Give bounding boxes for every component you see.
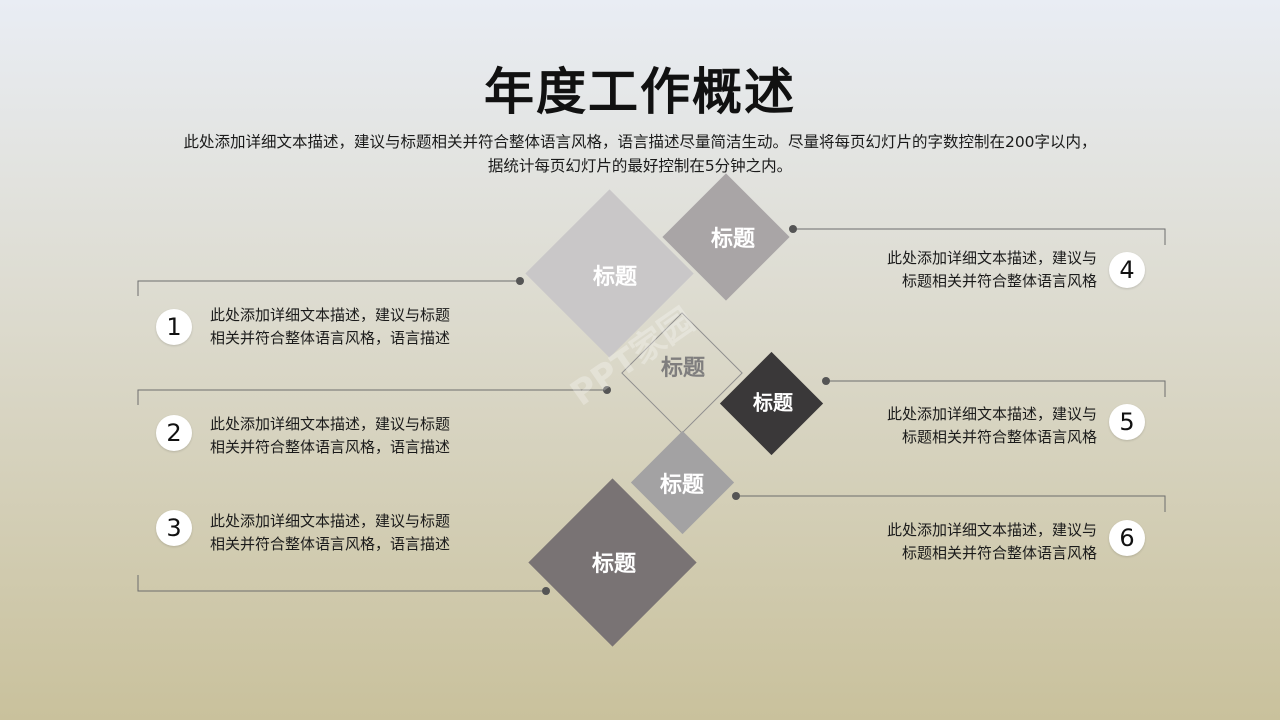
connector-dot-5 — [822, 377, 830, 385]
item-description-3-line-2: 相关并符合整体语言风格，语言描述 — [210, 535, 451, 553]
diamond-label-6: 标题 — [591, 552, 637, 577]
connector-dot-2 — [603, 386, 611, 394]
subtitle-line-2: 据统计每页幻灯片的最好控制在5分钟之内。 — [487, 157, 793, 175]
item-description-1-line-2: 相关并符合整体语言风格，语言描述 — [210, 329, 451, 347]
item-number-2: 2 — [156, 415, 192, 451]
item-description-5-line-1: 此处添加详细文本描述，建议与 — [886, 405, 1097, 423]
page-title: 年度工作概述 — [484, 63, 796, 121]
item-description-6: 此处添加详细文本描述，建议与 标题相关并符合整体语言风格 — [887, 519, 1097, 565]
item-description-4-line-1: 此处添加详细文本描述，建议与 — [886, 249, 1097, 267]
connector-line-4 — [793, 228, 1166, 245]
item-description-1: 此处添加详细文本描述，建议与标题 相关并符合整体语言风格，语言描述 — [210, 304, 450, 350]
connector-line-5 — [826, 380, 1166, 397]
diamond-label-2: 标题 — [710, 227, 756, 252]
page-subtitle: 此处添加详细文本描述，建议与标题相关并符合整体语言风格，语言描述尽量简洁生动。尽… — [130, 130, 1150, 178]
diamond-label-1: 标题 — [592, 265, 638, 290]
item-number-4: 4 — [1109, 252, 1145, 288]
item-number-3: 3 — [156, 510, 192, 546]
diamond-label-4: 标题 — [753, 390, 793, 415]
item-description-6-line-1: 此处添加详细文本描述，建议与 — [886, 521, 1097, 539]
connector-dot-3 — [542, 587, 550, 595]
connector-dot-6 — [732, 492, 740, 500]
item-number-6: 6 — [1109, 520, 1145, 556]
item-description-3-line-1: 此处添加详细文本描述，建议与标题 — [210, 512, 451, 530]
connector-line-1 — [137, 280, 520, 296]
item-description-4-line-2: 标题相关并符合整体语言风格 — [901, 272, 1097, 290]
item-description-2-line-2: 相关并符合整体语言风格，语言描述 — [210, 438, 451, 456]
item-description-1-line-1: 此处添加详细文本描述，建议与标题 — [210, 306, 451, 324]
item-number-1: 1 — [156, 309, 192, 345]
connector-line-6 — [736, 495, 1166, 512]
connector-line-2 — [137, 389, 607, 405]
item-description-6-line-2: 标题相关并符合整体语言风格 — [901, 544, 1097, 562]
item-description-5-line-2: 标题相关并符合整体语言风格 — [901, 428, 1097, 446]
item-description-4: 此处添加详细文本描述，建议与 标题相关并符合整体语言风格 — [887, 247, 1097, 293]
item-description-2-line-1: 此处添加详细文本描述，建议与标题 — [210, 415, 451, 433]
item-description-5: 此处添加详细文本描述，建议与 标题相关并符合整体语言风格 — [887, 403, 1097, 449]
item-number-5: 5 — [1109, 404, 1145, 440]
diamond-label-3: 标题 — [660, 356, 706, 381]
connector-dot-1 — [516, 277, 524, 285]
item-description-2: 此处添加详细文本描述，建议与标题 相关并符合整体语言风格，语言描述 — [210, 413, 450, 459]
diamond-label-5: 标题 — [659, 473, 705, 498]
connector-dot-4 — [789, 225, 797, 233]
item-description-3: 此处添加详细文本描述，建议与标题 相关并符合整体语言风格，语言描述 — [210, 510, 450, 556]
connector-line-3 — [137, 575, 546, 592]
subtitle-line-1: 此处添加详细文本描述，建议与标题相关并符合整体语言风格，语言描述尽量简洁生动。尽… — [183, 133, 1097, 151]
